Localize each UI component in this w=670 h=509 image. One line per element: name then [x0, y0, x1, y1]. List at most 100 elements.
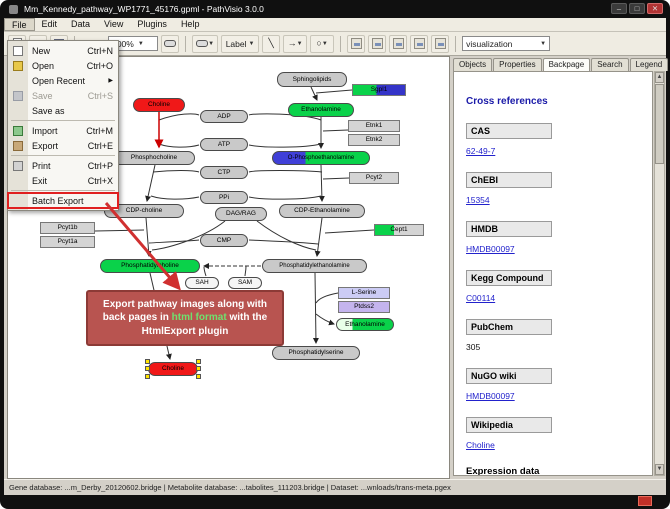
node-ptdss2[interactable]: Ptdss2 — [338, 301, 390, 313]
tab-objects[interactable]: Objects — [453, 58, 493, 71]
node-sam[interactable]: SAM — [228, 277, 262, 289]
minimize-button[interactable]: – — [611, 3, 627, 14]
node-pcyt1b[interactable]: Pcyt1b — [40, 222, 95, 234]
backpage-reference-link[interactable]: HMDB00097 — [466, 391, 515, 401]
menu-plugins[interactable]: Plugins — [137, 19, 167, 29]
app-icon — [9, 4, 18, 14]
menu-edit[interactable]: Edit — [41, 19, 58, 29]
node-l-serine[interactable]: L-Serine — [338, 287, 390, 299]
stack-button[interactable] — [431, 34, 450, 53]
selection-handle[interactable] — [196, 366, 201, 371]
datanode-tool-button[interactable]: ▼ — [192, 34, 219, 53]
align-top-button[interactable] — [389, 34, 408, 53]
statusbar: Gene database: ...m_Derby_20120602.bridg… — [4, 479, 666, 495]
titlebar: Mm_Kennedy_pathway_WP1771_45176.gpml - P… — [0, 0, 670, 18]
align-center-icon — [371, 38, 383, 49]
panel-scrollbar[interactable]: ▲ ▼ — [654, 71, 665, 476]
maximize-button[interactable]: □ — [629, 3, 645, 14]
zoom-fit-button[interactable] — [161, 34, 180, 53]
selection-handle[interactable] — [145, 374, 150, 379]
menu-file[interactable]: File — [4, 18, 35, 31]
node-atp[interactable]: ATP — [200, 138, 248, 151]
node-etnk1[interactable]: Etnk1 — [348, 120, 400, 132]
arrow-tool-button[interactable]: →▼ — [283, 34, 308, 53]
node-o-phosphoethanolamine[interactable]: O-Phosphoethanolamine — [272, 151, 370, 165]
backpage-reference-link[interactable]: C00114 — [466, 293, 496, 303]
backpage-reference-link[interactable]: 15354 — [466, 195, 490, 205]
node-pcyt1a[interactable]: Pcyt1a — [40, 236, 95, 248]
file-menu-item-batch-export[interactable]: Batch Export — [7, 192, 119, 209]
node-cept1[interactable]: Cept1 — [374, 224, 424, 236]
zoom-value: 100% — [112, 38, 134, 49]
selection-handle[interactable] — [196, 374, 201, 379]
align-center-button[interactable] — [368, 34, 387, 53]
line-tool-button[interactable]: ╲ — [262, 34, 281, 53]
node-ctp[interactable]: CTP — [200, 166, 248, 179]
visualization-combobox[interactable]: visualization▼ — [462, 36, 551, 51]
file-menu-item-save-as[interactable]: Save as — [8, 103, 118, 118]
node-ethanolamine-top[interactable]: Ethanolamine — [288, 103, 354, 117]
menu-data[interactable]: Data — [71, 19, 91, 29]
scroll-up-icon[interactable]: ▲ — [655, 72, 664, 83]
close-button[interactable]: ✕ — [647, 3, 663, 14]
shape-icon: ○ — [316, 38, 322, 48]
label-tool-button[interactable]: Label▼ — [221, 34, 260, 53]
zoom-combobox[interactable]: 100%▼ — [108, 36, 159, 51]
scrollbar-thumb[interactable] — [655, 84, 664, 164]
menu-view[interactable]: View — [104, 19, 124, 29]
node-phosphatidylcholine[interactable]: Phosphatidylcholine — [100, 259, 200, 273]
align-top-icon — [392, 38, 404, 49]
zoom-fit-icon — [164, 40, 177, 47]
file-menu-item-shortcut: Ctrl+M — [86, 125, 113, 136]
file-menu-item-shortcut: Ctrl+P — [87, 160, 113, 171]
frame-red-button[interactable] — [638, 496, 652, 506]
node-pcyt2[interactable]: Pcyt2 — [349, 172, 399, 184]
file-menu-item-shortcut: Ctrl+E — [87, 140, 113, 151]
tab-search[interactable]: Search — [591, 58, 629, 71]
node-phosphatidylserine[interactable]: Phosphatidylserine — [272, 346, 360, 360]
node-phosphocholine[interactable]: Phosphocholine — [113, 151, 195, 165]
selection-handle[interactable] — [145, 359, 150, 364]
backpage-reference-link[interactable]: HMDB00097 — [466, 244, 515, 254]
chevron-down-icon: ▼ — [208, 40, 215, 47]
node-sphingolipids[interactable]: Sphingolipids — [277, 72, 347, 87]
node-ethanolamine-right[interactable]: Ethanolamine — [336, 318, 394, 331]
node-choline-top[interactable]: Choline — [133, 98, 185, 112]
selection-handle[interactable] — [145, 366, 150, 371]
node-sgpl1[interactable]: Sgpl1 — [352, 84, 406, 96]
node-choline-bottom[interactable]: Choline — [148, 362, 198, 376]
new-file-icon — [13, 45, 23, 56]
node-ppi[interactable]: PPi — [200, 191, 248, 204]
node-dag[interactable]: DAG/RAG — [215, 207, 267, 221]
backpage-section-header: ChEBI — [466, 172, 552, 188]
chevron-down-icon: ▼ — [540, 40, 547, 47]
shape-tool-button[interactable]: ○▼ — [310, 34, 335, 53]
node-adp[interactable]: ADP — [200, 110, 248, 123]
backpage-reference-link[interactable]: 62-49-7 — [466, 146, 496, 156]
node-cdp-ethanolamine[interactable]: CDP-Ethanolamine — [279, 204, 365, 218]
file-menu-item-open-recent[interactable]: Open Recent▶ — [8, 73, 118, 88]
align-left-button[interactable] — [347, 34, 366, 53]
node-etnk2[interactable]: Etnk2 — [348, 134, 400, 146]
backpage-reference-link[interactable]: Choline — [466, 440, 495, 450]
node-phosphatidylethanolamine[interactable]: Phosphatidylethanolamine — [262, 259, 367, 273]
file-menu-item-shortcut: Ctrl+O — [86, 60, 113, 71]
selection-handle[interactable] — [196, 359, 201, 364]
distribute-button[interactable] — [410, 34, 429, 53]
menu-help[interactable]: Help — [180, 19, 200, 29]
tab-properties[interactable]: Properties — [493, 58, 542, 71]
tab-backpage[interactable]: Backpage — [542, 58, 591, 72]
node-sah[interactable]: SAH — [185, 277, 219, 289]
scroll-down-icon[interactable]: ▼ — [655, 464, 664, 475]
tab-legend[interactable]: Legend — [629, 58, 669, 71]
node-cmp[interactable]: CMP — [200, 234, 248, 247]
file-menu-item-shortcut: Ctrl+S — [87, 90, 113, 101]
